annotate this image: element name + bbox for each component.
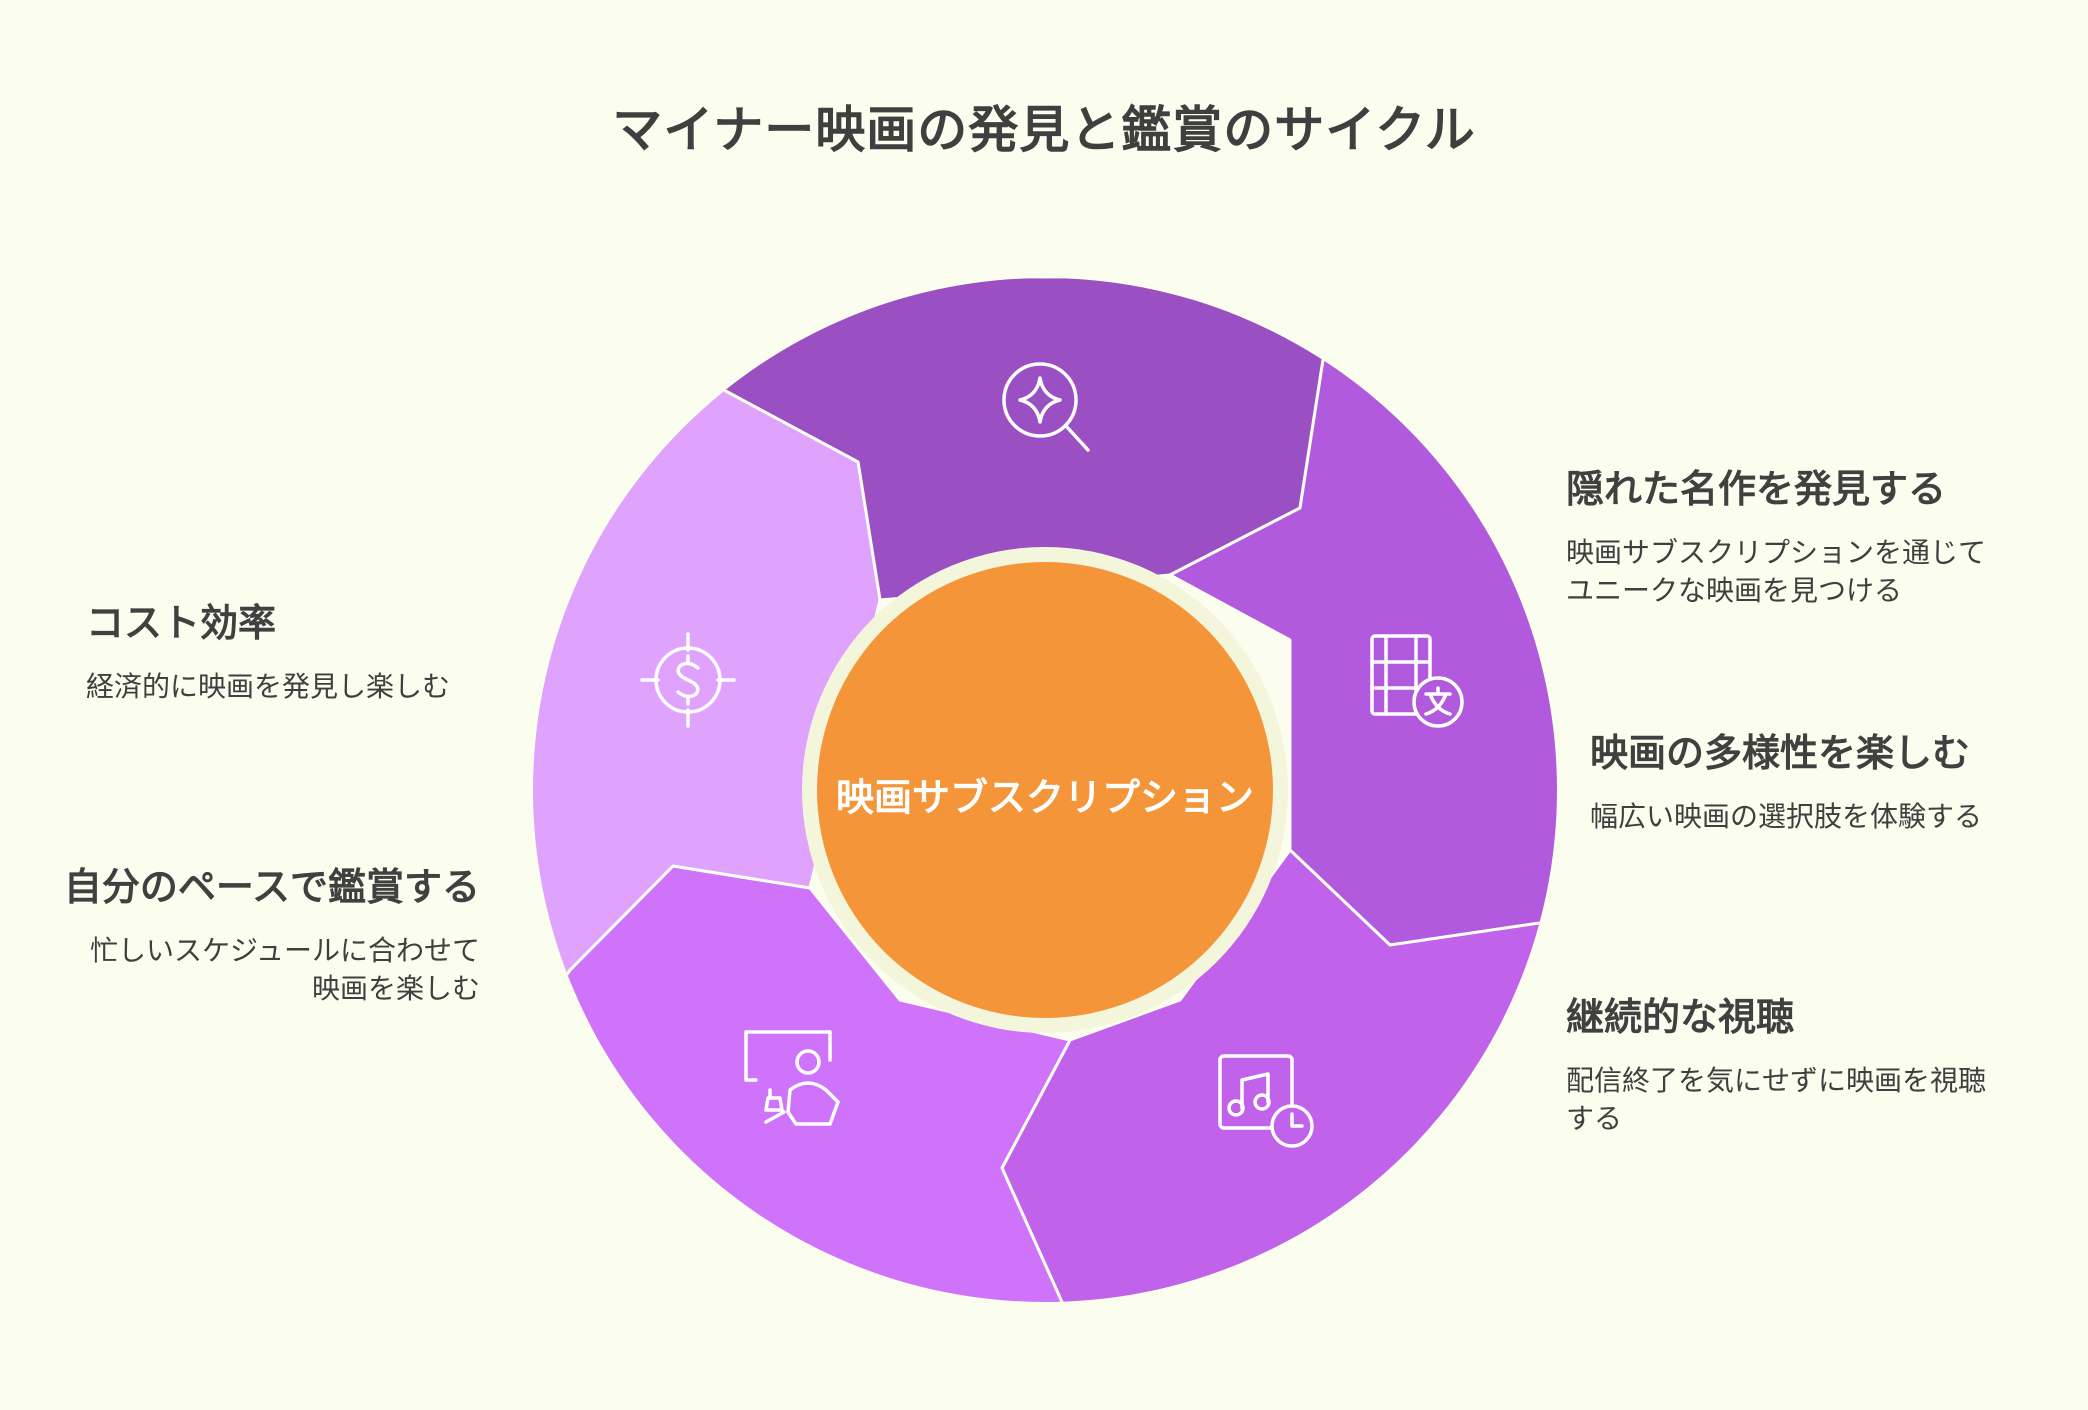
search-sparkle-icon <box>1002 362 1090 452</box>
heading-diversity: 映画の多様性を楽しむ <box>1590 731 1971 775</box>
viewer-screen-icon <box>744 1030 840 1126</box>
label-pace: 自分のペースで鑑賞する 忙しいスケジュールに合わせて映画を楽しむ <box>60 864 480 1008</box>
music-clock-icon <box>1218 1054 1314 1148</box>
label-discover: 隠れた名作を発見する 映画サブスクリプションを通じてユニークな映画を見つける <box>1566 466 2026 610</box>
desc-continuous: 配信終了を気にせずに映画を視聴する <box>1566 1064 1987 1135</box>
label-diversity: 映画の多様性を楽しむ 幅広い映画の選択肢を体験する <box>1590 730 2070 836</box>
heading-continuous: 継続的な視聴 <box>1566 995 1795 1039</box>
label-cost: コスト効率 経済的に映画を発見し楽しむ <box>86 600 546 706</box>
desc-discover: 映画サブスクリプションを通じてユニークな映画を見つける <box>1566 536 1987 607</box>
label-continuous: 継続的な視聴 配信終了を気にせずに映画を視聴する <box>1566 994 2026 1138</box>
heading-discover: 隠れた名作を発見する <box>1566 467 1947 511</box>
dollar-target-icon <box>640 632 736 728</box>
center-label: 映画サブスクリプション <box>836 776 1254 820</box>
desc-diversity: 幅広い映画の選択肢を体験する <box>1590 800 1983 833</box>
center-core <box>817 562 1273 1018</box>
desc-pace: 忙しいスケジュールに合わせて映画を楽しむ <box>89 934 480 1005</box>
film-translate-icon <box>1370 634 1464 728</box>
segment-cost <box>533 378 882 1072</box>
diagram-title: マイナー映画の発見と鑑賞のサイクル <box>612 101 1476 159</box>
desc-cost: 経済的に映画を発見し楽しむ <box>86 670 451 703</box>
heading-cost: コスト効率 <box>86 601 277 645</box>
heading-pace: 自分のペースで鑑賞する <box>63 865 480 909</box>
